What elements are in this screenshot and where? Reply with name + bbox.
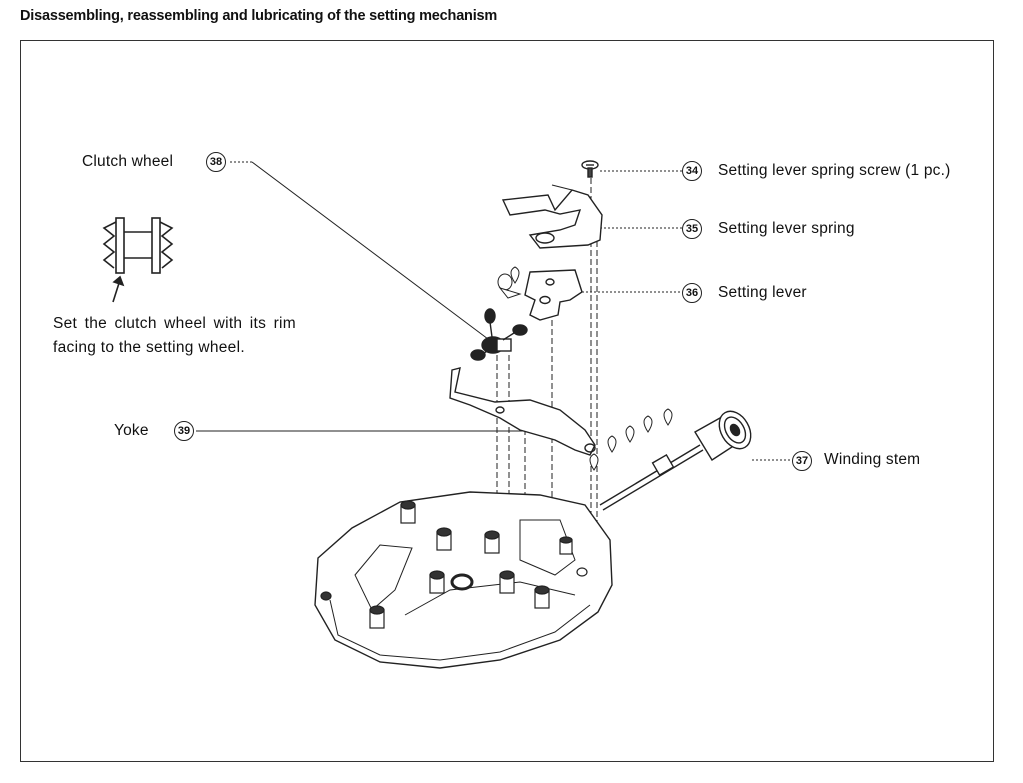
- clutch-wheel-note: Set the clutch wheel with its rim facing…: [53, 315, 296, 356]
- clutch-wheel-inset: [102, 217, 174, 303]
- yoke-part: [449, 367, 596, 456]
- clutch-wheel-part: [470, 308, 528, 361]
- winding-stem-part: [599, 410, 752, 511]
- yoke-number: 39: [174, 421, 194, 441]
- setting-lever: [497, 269, 583, 321]
- yoke-label: Yoke: [114, 422, 149, 439]
- setting-lever-spring-screw: [581, 160, 599, 178]
- page-title: Disassembling, reassembling and lubricat…: [20, 8, 498, 24]
- setting-lever-spring-screw-label: Setting lever spring screw (1 pc.): [718, 162, 951, 179]
- winding-stem-number: 37: [792, 451, 812, 471]
- setting-lever-spring-number: 35: [682, 219, 702, 239]
- main-plate: [314, 491, 613, 669]
- diagram-frame: [20, 40, 994, 762]
- oil-drop-markers: [510, 266, 673, 536]
- setting-lever-spring-label: Setting lever spring: [718, 220, 855, 237]
- winding-stem-label: Winding stem: [824, 451, 921, 468]
- setting-lever-spring-screw-number: 34: [682, 161, 702, 181]
- clutch-wheel-number: 38: [206, 152, 226, 172]
- setting-lever-spring: [501, 184, 603, 249]
- setting-lever-label: Setting lever: [718, 284, 807, 301]
- leader-lines-solid: [196, 161, 525, 432]
- clutch-wheel-label: Clutch wheel: [82, 153, 174, 170]
- setting-lever-number: 36: [682, 283, 702, 303]
- leader-lines: [230, 161, 792, 461]
